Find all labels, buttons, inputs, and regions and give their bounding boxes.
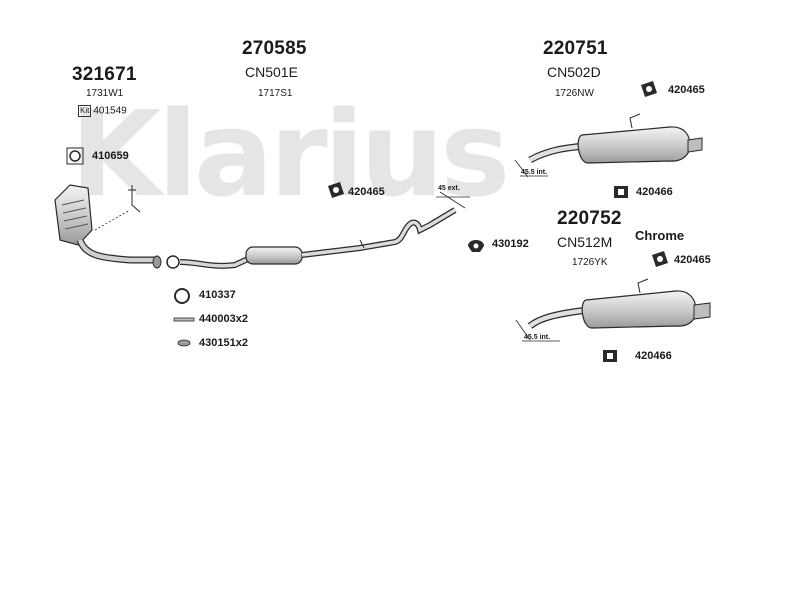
dimension-45-ext: 45 ext.: [438, 185, 460, 192]
fitting-430192[interactable]: 430192: [492, 238, 529, 250]
fitting-420466-upper[interactable]: 420466: [636, 186, 673, 198]
dimension-45-5-int-lower: 45.5 int.: [524, 334, 551, 341]
watermark-logo: Klarius: [70, 85, 510, 223]
part-code-1726yk: 1726YK: [572, 257, 608, 268]
clamp-410659-icon: [66, 147, 84, 165]
kit-tag: Kit: [78, 105, 92, 117]
part-number-321671[interactable]: 321671: [72, 64, 137, 85]
fitting-420465-lower[interactable]: 420465: [674, 254, 711, 266]
hanger-420466-icon: [603, 186, 628, 362]
fitting-410337[interactable]: 410337: [199, 289, 236, 301]
nut-430151-icon: [177, 339, 191, 347]
fitting-440003x2[interactable]: 440003x2: [199, 313, 248, 325]
part-number-220751[interactable]: 220751: [543, 38, 608, 59]
rubber-mount-icon: [328, 81, 668, 267]
rear-silencer-220751: [514, 113, 703, 178]
gasket-410337-icon: [174, 288, 190, 304]
fitting-410659[interactable]: 410659: [92, 150, 129, 162]
fitting-430151x2[interactable]: 430151x2: [199, 337, 248, 349]
part-ref-cn502d: CN502D: [547, 64, 601, 80]
part-code-1726nw: 1726NW: [555, 88, 594, 99]
part-code-1731w1: 1731W1: [86, 88, 124, 99]
part-number-220752[interactable]: 220752: [557, 208, 622, 229]
fitting-420465-top[interactable]: 420465: [668, 84, 705, 96]
catalytic-converter: [54, 184, 162, 269]
rear-silencer-220752: [515, 278, 711, 342]
fitting-420465-middle[interactable]: 420465: [348, 186, 385, 198]
part-code-1717s1: 1717S1: [258, 88, 293, 99]
middle-pipe-silencer: [166, 191, 470, 269]
bolt-440003-icon: [173, 317, 195, 322]
finish-chrome-label: Chrome: [635, 228, 685, 243]
part-ref-cn501e: CN501E: [245, 64, 298, 80]
part-ref-cn512m: CN512M: [557, 234, 613, 250]
mount-430192-icon: [468, 240, 484, 252]
part-number-270585[interactable]: 270585: [242, 38, 307, 59]
kit-number[interactable]: 401549: [93, 105, 127, 117]
dimension-45-5-int-upper: 45.5 int.: [521, 169, 548, 176]
fitting-420466-lower[interactable]: 420466: [635, 350, 672, 362]
